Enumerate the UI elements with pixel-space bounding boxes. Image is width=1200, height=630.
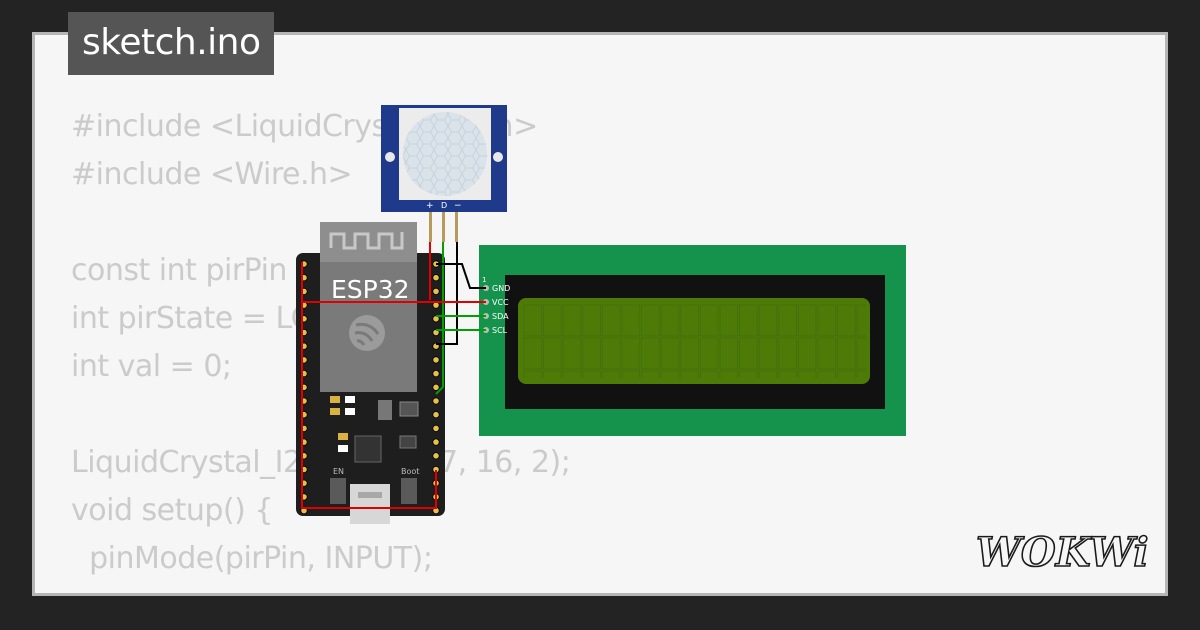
wire-pir-data [435,242,444,395]
lcd-pin-gnd-label: GND [492,284,510,293]
antenna-icon [329,232,404,250]
lcd-pin-vcc-label: VCC [492,298,509,307]
code-preview-card: #include <LiquidCrystal_I2C.h> #include … [32,32,1168,596]
smd-component [338,433,348,440]
file-tab[interactable]: sketch.ino [68,12,275,75]
header-pin [432,397,440,405]
smd-component [345,408,355,415]
lcd-pin-one-label: 1 [482,276,486,284]
pir-pin [442,212,445,242]
header-pin [432,452,440,460]
smd-component [338,445,348,452]
en-label: EN [333,467,344,476]
code-line: pinMode(pirPin, INPUT); [71,541,433,576]
wire-lcd-vcc [301,301,486,509]
smd-component [330,396,340,403]
smd-component [399,401,419,417]
wire-lcd-gnd [436,263,486,289]
pir-pin [455,212,458,242]
code-line: Serial.begin(115200); [71,583,570,593]
esp32-board[interactable]: ESP32 EN Boot [296,222,445,524]
mounting-hole [493,152,503,162]
header-pin [432,424,440,432]
header-pin [432,438,440,446]
code-line: int pirState = LOW; [71,301,353,336]
smd-component [345,396,355,403]
esp32-right-pin-header [432,260,440,515]
pir-pin-minus-label: − [454,201,462,211]
wokwi-logo: WOKWi [975,528,1148,576]
wire-pir-gnd [436,242,458,345]
esp32-chip-label: ESP32 [331,275,410,304]
pir-pin [429,212,432,242]
header-pin [432,411,440,419]
header-pin [432,274,440,282]
usb-uart-chip [354,435,382,463]
lcd-pin-scl-label: SCL [492,326,508,335]
usb-port [350,484,390,524]
boot-label: Boot [401,467,419,476]
wires [301,242,486,509]
en-button[interactable] [330,478,346,504]
code-line: int val = 0; [71,349,232,384]
espressif-logo-icon [349,315,385,351]
boot-button[interactable] [401,478,417,504]
smd-component [399,435,417,449]
header-pin [432,356,440,364]
smd-component [330,408,340,415]
header-pin [432,287,440,295]
fresnel-lens-icon [403,112,487,196]
wokwi-logo-text: WOKWi [976,529,1148,576]
lcd-pin-sda-label: SDA [492,312,509,321]
header-pin [432,369,440,378]
pir-sensor[interactable]: + D − [381,105,507,242]
pir-pin-data-label: D [441,201,447,210]
mounting-hole [385,152,395,162]
header-pin [432,383,440,391]
code-line: void setup() { [71,493,273,528]
lcd-display[interactable]: 1 GND VCC SDA SCL [479,245,906,436]
code-line: #include <Wire.h> [71,157,353,192]
regulator-chip [378,400,392,420]
pir-pin-plus-label: + [426,201,434,211]
usb-port-slot [358,492,382,498]
